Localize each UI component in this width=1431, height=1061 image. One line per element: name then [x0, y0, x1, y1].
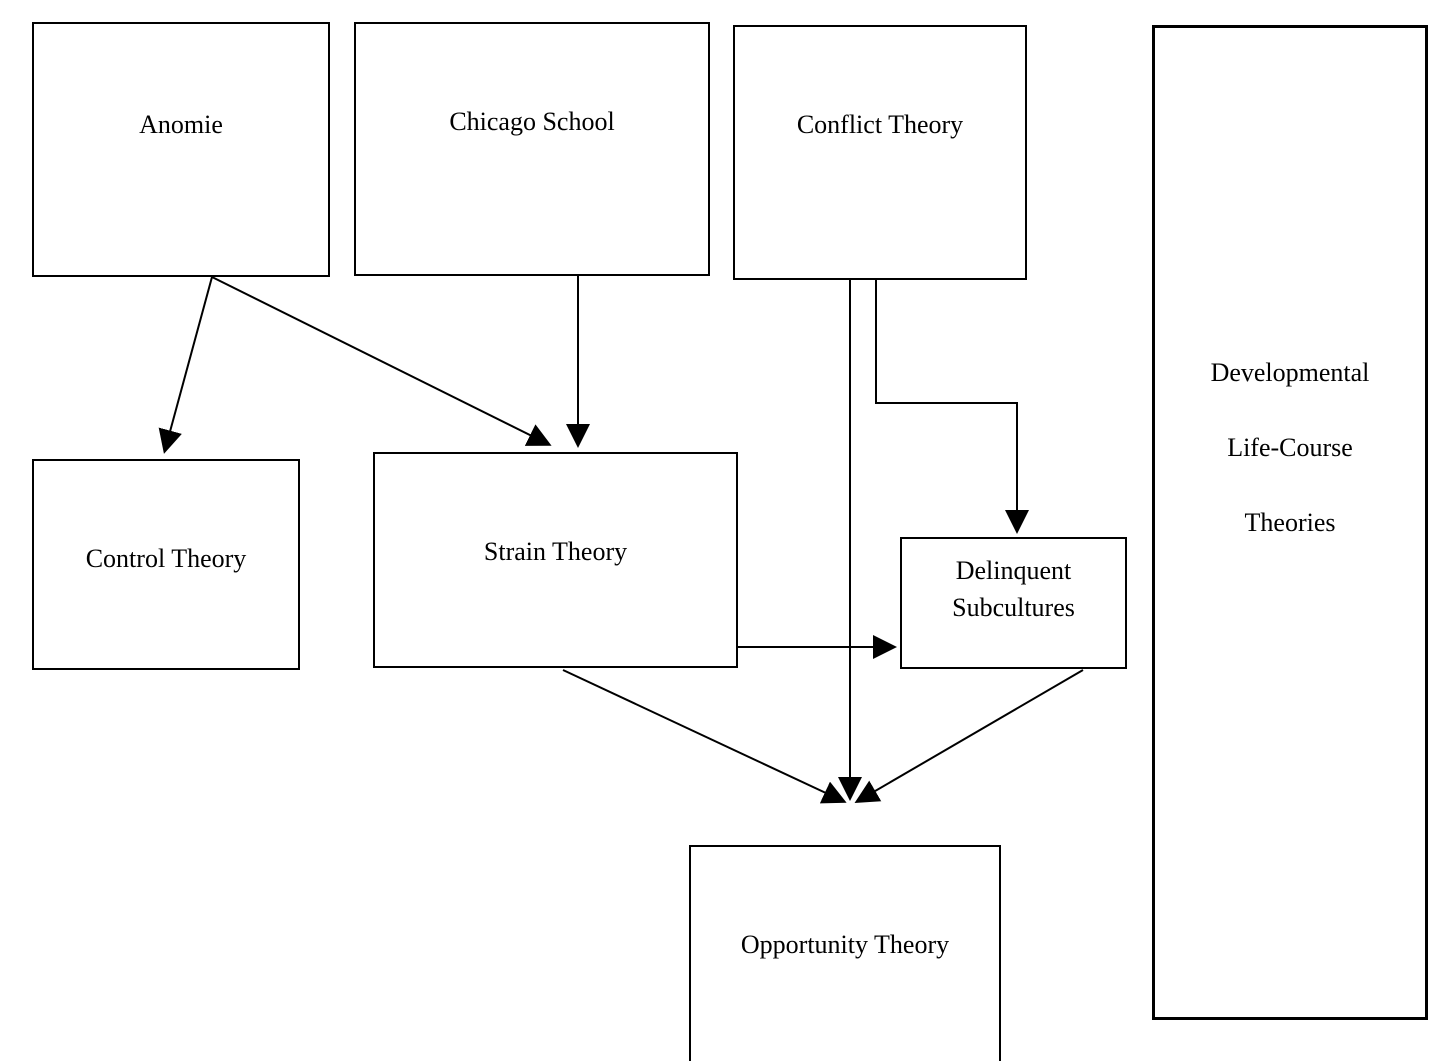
box-control-theory: Control Theory: [32, 459, 300, 670]
box-control-theory-label: Control Theory: [85, 544, 247, 573]
box-strain-theory-label: Strain Theory: [483, 537, 628, 566]
box-delinquent-subcultures: Delinquent Subcultures: [900, 537, 1127, 669]
arrow-anomie-to-strain-theory: [211, 276, 552, 446]
arrow-conflict-theory-to-delinquent-subcultures: [875, 280, 1029, 534]
box-strain-theory: Strain Theory: [373, 452, 738, 668]
box-delinquent-subcultures-line1: Delinquent: [955, 556, 1072, 585]
arrow-strain-theory-to-opportunity-junction: [562, 669, 847, 804]
box-delinquent-subcultures-label: Delinquent Subcultures: [902, 552, 1125, 626]
box-conflict-theory: Conflict Theory: [733, 25, 1027, 280]
box-chicago-school-label: Chicago School: [449, 107, 615, 136]
box-chicago-school: Chicago School: [354, 22, 710, 276]
arrow-anomie-to-control-theory: [158, 276, 213, 454]
box-anomie: Anomie: [32, 22, 330, 277]
box-opportunity-theory-label: Opportunity Theory: [740, 930, 950, 959]
box-delinquent-subcultures-line2: Subcultures: [952, 593, 1075, 622]
box-developmental-line3: Theories: [1244, 508, 1336, 537]
box-developmental-line1: Developmental: [1210, 358, 1370, 387]
box-developmental-life-course: Developmental Life-Course Theories: [1152, 25, 1428, 1020]
box-anomie-label: Anomie: [139, 110, 223, 139]
box-developmental-line2: Life-Course: [1227, 433, 1353, 462]
box-opportunity-theory: Opportunity Theory: [689, 845, 1001, 1061]
box-conflict-theory-label: Conflict Theory: [796, 110, 964, 139]
arrow-delinquent-subcultures-to-opportunity-junction: [854, 669, 1084, 804]
